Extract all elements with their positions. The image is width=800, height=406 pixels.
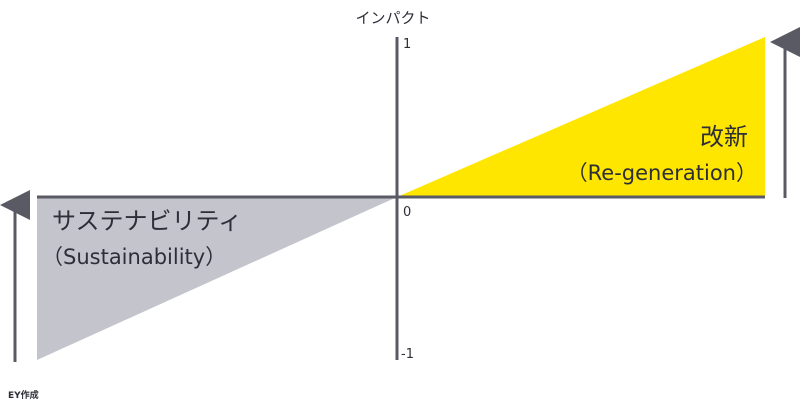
source-note: EY作成	[8, 389, 39, 401]
sustainability-label-ja: サステナビリティ	[52, 207, 242, 235]
regeneration-label-en: （Re-generation）	[567, 161, 757, 185]
tick-label-top: 1	[403, 37, 411, 52]
regeneration-region	[397, 37, 765, 197]
sustainability-region	[37, 197, 397, 360]
axis-title: インパクト	[355, 9, 430, 27]
tick-label-zero: 0	[403, 205, 411, 220]
regeneration-label-ja: 改新	[700, 123, 748, 151]
tick-label-bottom: -1	[401, 347, 414, 362]
sustainability-label-en: （Sustainability）	[42, 245, 226, 269]
